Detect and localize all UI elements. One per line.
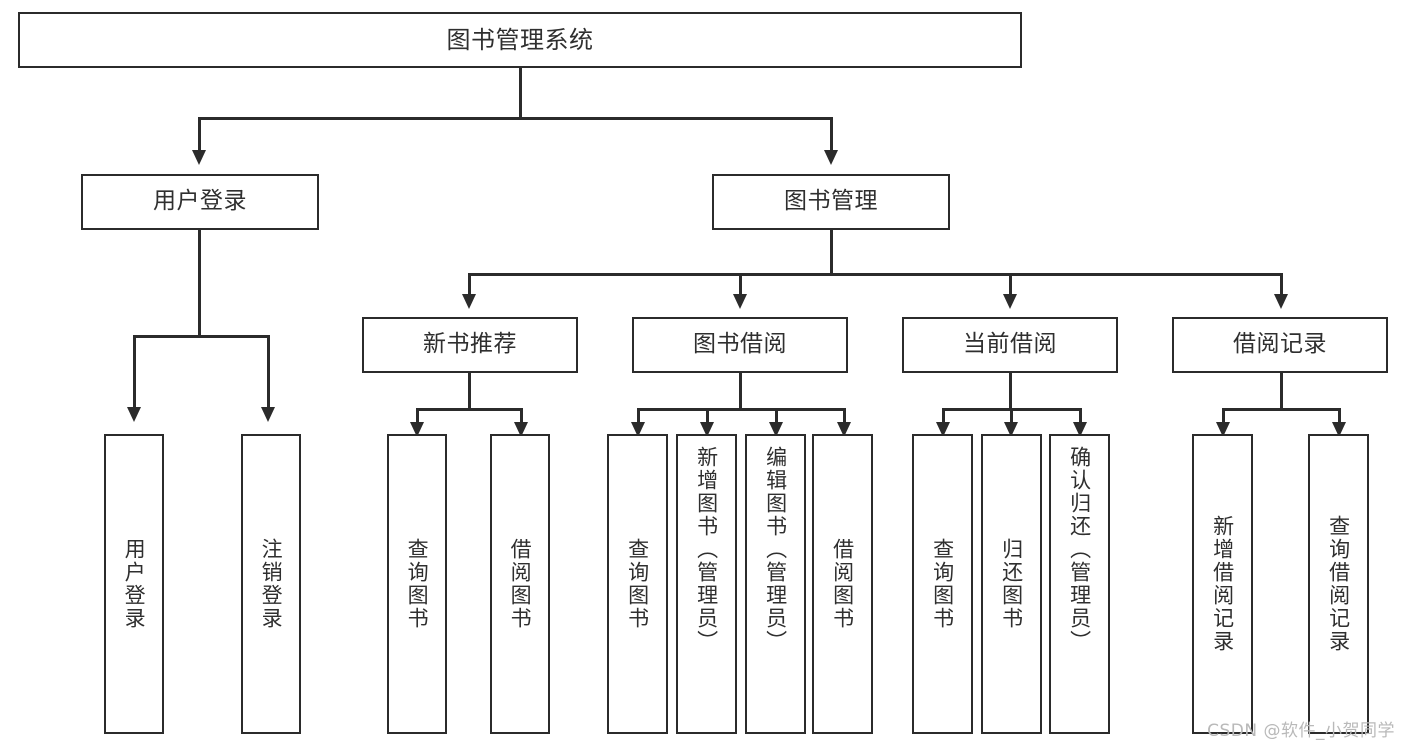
edge-borrow-record-split-bar <box>1222 408 1340 411</box>
arrow-to-book-manage <box>824 150 838 165</box>
leaf-borrow-book-borrow[interactable]: 借阅图书 <box>812 434 873 734</box>
edge-new-book-stem <box>468 373 471 408</box>
arrow-leaf-user-login <box>127 407 141 422</box>
node-label: 图书管理 <box>784 188 878 215</box>
node-label: 注销登录 <box>259 538 284 630</box>
node-current-borrow[interactable]: 当前借阅 <box>902 317 1118 373</box>
edge-book-borrow-2 <box>706 408 709 423</box>
edge-root-split-bar <box>198 117 832 120</box>
arrow-leaf-confirm-return <box>1073 422 1087 437</box>
node-label: 借阅记录 <box>1233 331 1327 358</box>
leaf-query-book-new[interactable]: 查询图书 <box>387 434 447 734</box>
edge-to-new-book <box>468 273 471 295</box>
node-label: 编辑图书（管理员） <box>763 446 788 653</box>
node-label: 确认归还（管理员） <box>1067 446 1092 653</box>
node-book-management[interactable]: 图书管理 <box>712 174 950 230</box>
node-label: 新增图书（管理员） <box>694 446 719 653</box>
arrow-leaf-logout <box>261 407 275 422</box>
leaf-add-book-admin[interactable]: 新增图书（管理员） <box>676 434 737 734</box>
node-label: 用户登录 <box>153 188 247 215</box>
arrow-leaf-borrow-book-1 <box>514 422 528 437</box>
edge-book-borrow-split-bar <box>637 408 846 411</box>
edge-borrow-record-left <box>1222 408 1225 423</box>
edge-new-book-right <box>520 408 523 423</box>
node-label: 新书推荐 <box>423 331 517 358</box>
node-label: 查询借阅记录 <box>1326 515 1351 653</box>
leaf-user-login[interactable]: 用户登录 <box>104 434 164 734</box>
arrow-leaf-return-book <box>1004 422 1018 437</box>
edge-current-borrow-2 <box>1010 408 1013 423</box>
edge-user-login-stem <box>198 230 201 335</box>
node-label: 归还图书 <box>999 538 1024 630</box>
leaf-return-book[interactable]: 归还图书 <box>981 434 1042 734</box>
arrow-to-new-book <box>462 294 476 309</box>
edge-root-stem <box>519 68 522 117</box>
node-label: 图书借阅 <box>693 331 787 358</box>
node-label: 查询图书 <box>625 538 650 630</box>
node-book-borrow[interactable]: 图书借阅 <box>632 317 848 373</box>
edge-to-user-login <box>198 117 201 151</box>
arrow-to-borrow-record <box>1274 294 1288 309</box>
edge-new-book-split-bar <box>416 408 523 411</box>
arrow-to-user-login <box>192 150 206 165</box>
edge-borrow-record-right <box>1338 408 1341 423</box>
edge-current-borrow-1 <box>942 408 945 423</box>
edge-to-book-manage <box>830 117 833 151</box>
leaf-query-book-borrow[interactable]: 查询图书 <box>607 434 668 734</box>
node-label: 新增借阅记录 <box>1210 515 1235 653</box>
edge-user-login-left <box>133 335 136 408</box>
leaf-add-borrow-record[interactable]: 新增借阅记录 <box>1192 434 1253 734</box>
arrow-leaf-query-book-3 <box>936 422 950 437</box>
edge-user-login-split-bar <box>133 335 267 338</box>
arrow-leaf-query-record <box>1332 422 1346 437</box>
edge-user-login-right <box>267 335 270 408</box>
arrow-to-book-borrow <box>733 294 747 309</box>
leaf-edit-book-admin[interactable]: 编辑图书（管理员） <box>745 434 806 734</box>
node-user-login[interactable]: 用户登录 <box>81 174 319 230</box>
edge-to-book-borrow <box>739 273 742 295</box>
leaf-query-borrow-record[interactable]: 查询借阅记录 <box>1308 434 1369 734</box>
leaf-logout[interactable]: 注销登录 <box>241 434 301 734</box>
node-label: 查询图书 <box>930 538 955 630</box>
edge-book-borrow-1 <box>637 408 640 423</box>
arrow-leaf-edit-book <box>769 422 783 437</box>
node-label: 当前借阅 <box>963 331 1057 358</box>
node-label: 用户登录 <box>122 538 147 630</box>
edge-borrow-record-stem <box>1280 373 1283 408</box>
edge-book-manage-split-bar <box>468 273 1280 276</box>
edge-to-current-borrow <box>1009 273 1012 295</box>
node-label: 借阅图书 <box>830 538 855 630</box>
node-borrow-record[interactable]: 借阅记录 <box>1172 317 1388 373</box>
edge-current-borrow-stem <box>1009 373 1012 408</box>
arrow-to-current-borrow <box>1003 294 1017 309</box>
edge-book-borrow-stem <box>739 373 742 408</box>
edge-book-borrow-4 <box>843 408 846 423</box>
leaf-borrow-book-new[interactable]: 借阅图书 <box>490 434 550 734</box>
edge-book-manage-stem <box>830 230 833 273</box>
watermark: CSDN @软件_小贺同学 <box>1207 721 1395 741</box>
node-new-book-recommend[interactable]: 新书推荐 <box>362 317 578 373</box>
node-label: 借阅图书 <box>508 538 533 630</box>
arrow-leaf-query-book-2 <box>631 422 645 437</box>
arrow-leaf-add-book <box>700 422 714 437</box>
arrow-leaf-add-record <box>1216 422 1230 437</box>
leaf-confirm-return-admin[interactable]: 确认归还（管理员） <box>1049 434 1110 734</box>
edge-current-borrow-3 <box>1079 408 1082 423</box>
node-label: 图书管理系统 <box>446 25 594 54</box>
edge-new-book-left <box>416 408 419 423</box>
node-root-system[interactable]: 图书管理系统 <box>18 12 1022 68</box>
edge-book-borrow-3 <box>775 408 778 423</box>
arrow-leaf-borrow-book-2 <box>837 422 851 437</box>
leaf-query-book-current[interactable]: 查询图书 <box>912 434 973 734</box>
arrow-leaf-query-book-1 <box>410 422 424 437</box>
node-label: 查询图书 <box>405 538 430 630</box>
edge-to-borrow-record <box>1280 273 1283 295</box>
